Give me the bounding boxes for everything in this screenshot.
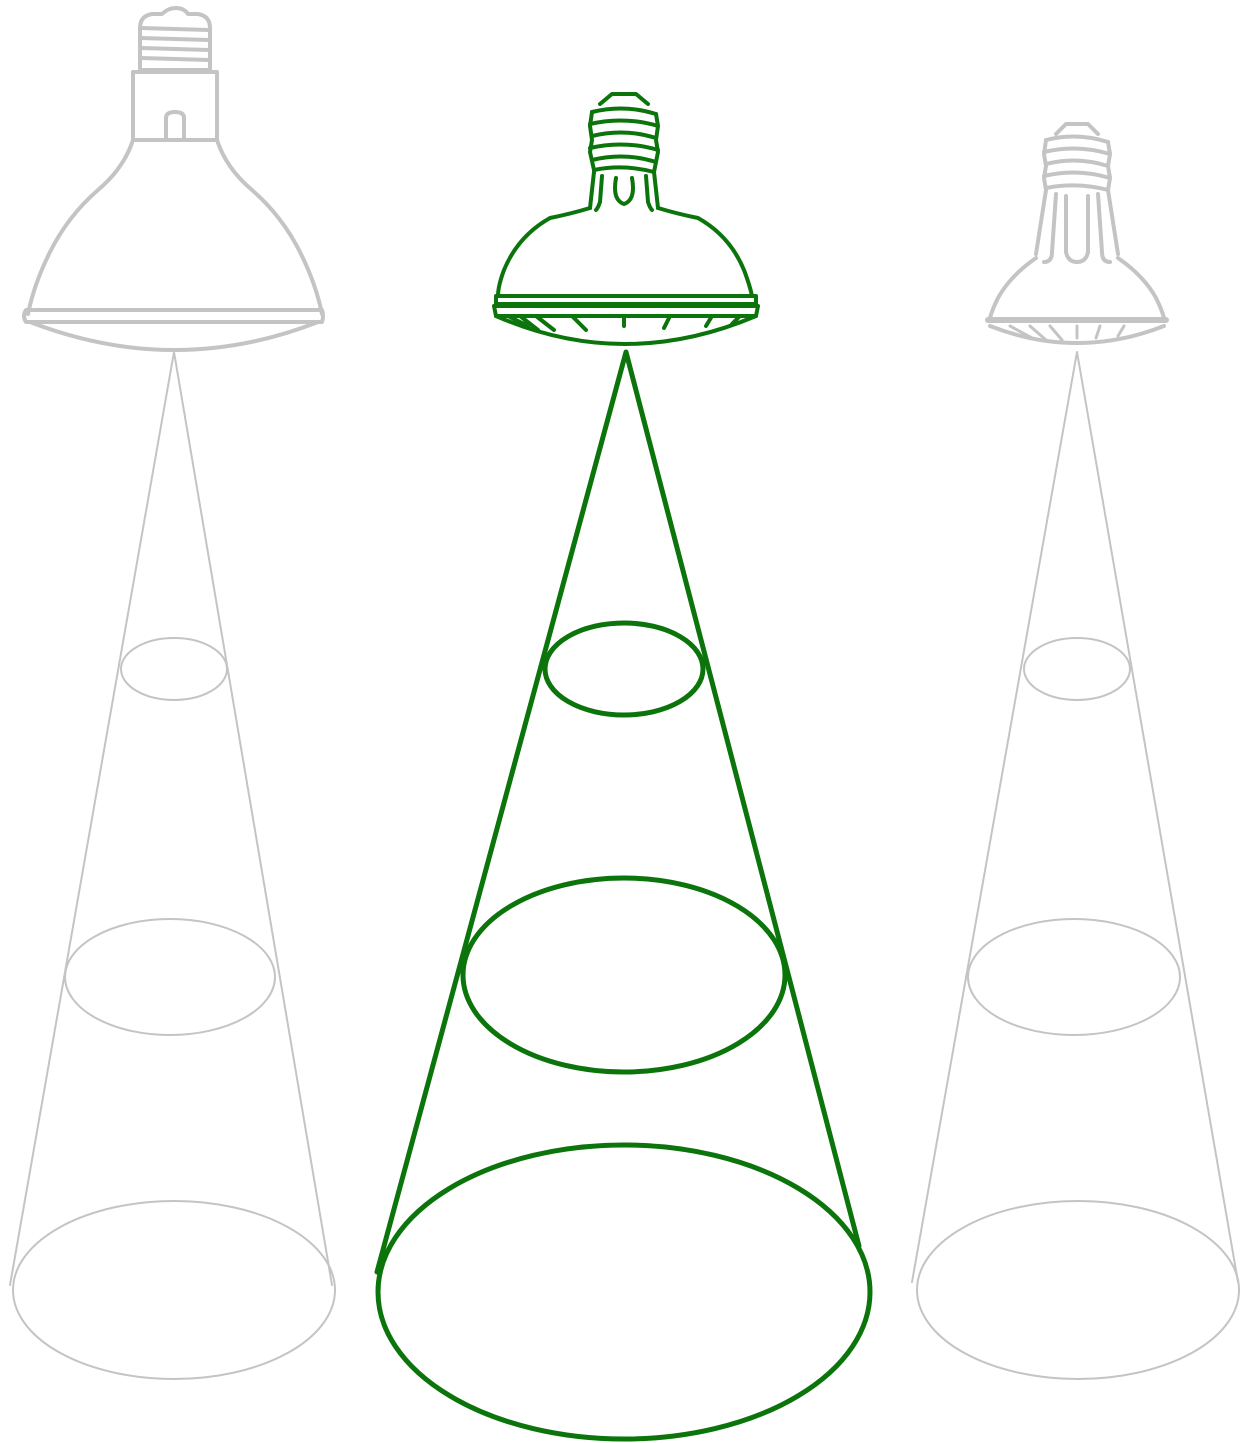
beam-ring-far xyxy=(917,1201,1239,1379)
beam-cone-right xyxy=(912,352,1239,1379)
beam-ring-mid xyxy=(968,919,1180,1035)
beam-ring-far xyxy=(13,1201,335,1379)
beam-ring-mid xyxy=(65,919,275,1035)
lamp-left xyxy=(10,8,335,1379)
lamp-right xyxy=(912,124,1239,1379)
flood-reflector-bulb-icon xyxy=(24,8,323,350)
beam-ring-mid xyxy=(463,878,785,1072)
beam-ring-near xyxy=(121,638,227,700)
beam-cone-left xyxy=(10,352,335,1379)
beam-ring-near xyxy=(1024,638,1130,700)
beam-ring-far xyxy=(378,1145,870,1439)
par-led-bulb-icon xyxy=(494,94,758,344)
lamp-center xyxy=(377,94,870,1439)
compact-par-bulb-icon xyxy=(988,124,1166,343)
beam-cone-center xyxy=(377,352,870,1439)
beam-ring-near xyxy=(545,623,703,715)
